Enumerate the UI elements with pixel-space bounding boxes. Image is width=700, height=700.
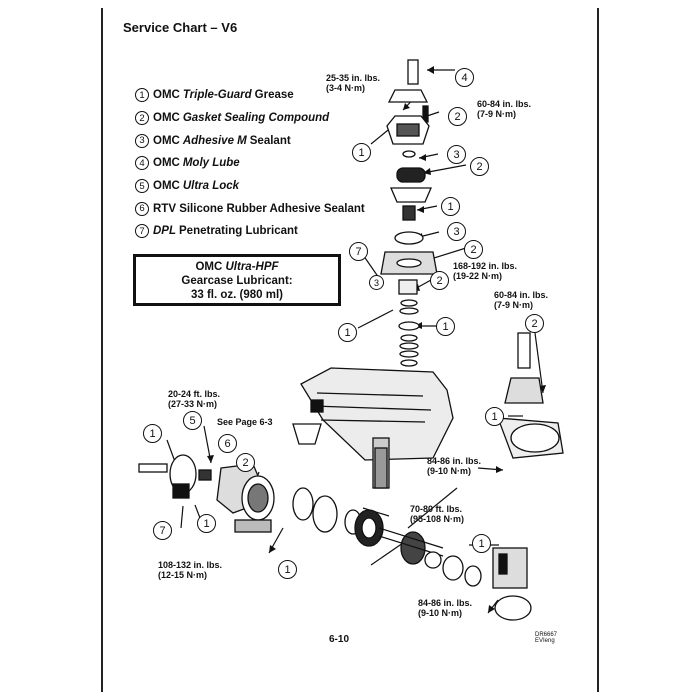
callout-lubricant: 2 (470, 157, 489, 176)
legend-product: Triple-Guard (182, 89, 252, 102)
reference-code: DR6667 EVIeng (535, 632, 557, 644)
callout-lubricant: 1 (485, 407, 504, 426)
legend-product: Ultra Lock (182, 180, 240, 193)
callout-lubricant: 4 (455, 68, 474, 87)
torque-label: 60-84 in. lbs. (7-9 N·m) (477, 99, 531, 119)
legend-product: Moly Lube (182, 157, 240, 170)
torque-metric: (3-4 N·m) (326, 83, 366, 93)
callout-lubricant: 3 (447, 145, 466, 164)
exploded-view-diagram (138, 59, 564, 621)
torque-label: 84-86 in. lbs. (9-10 N·m) (427, 456, 481, 476)
legend-product: Gasket Sealing Compound (182, 112, 330, 125)
torque-metric: (7-9 N·m) (494, 300, 534, 310)
callout-lubricant: 2 (525, 314, 544, 333)
legend-item: 6 RTV Silicone Rubber Adhesive Sealant (135, 197, 365, 220)
torque-value: 60-84 in. lbs. (494, 290, 549, 300)
manual-page: Service Chart – V6 1 OMC Triple-Guard Gr… (101, 8, 599, 692)
callout-lubricant: 1 (197, 514, 216, 533)
torque-metric: (7-9 N·m) (477, 109, 517, 119)
gearcase-product: Ultra-HPF (225, 261, 279, 273)
gearcase-lubricant-box: OMC Ultra-HPF Gearcase Lubricant: 33 fl.… (133, 254, 341, 306)
legend-suffix: Sealant (249, 134, 291, 147)
legend-item: 5 OMC Ultra Lock (135, 175, 365, 198)
legend-brand: OMC (153, 112, 180, 125)
torque-label: 108-132 in. lbs. (12-15 N·m) (158, 560, 222, 580)
callout-lubricant: 5 (183, 411, 202, 430)
legend-item: 3 OMC Adhesive M Sealant (135, 129, 365, 152)
callout-lubricant: 1 (472, 534, 491, 553)
callout-lubricant: 1 (436, 317, 455, 336)
callout-lubricant: 1 (441, 197, 460, 216)
torque-label: 60-84 in. lbs. (7-9 N·m) (494, 290, 548, 310)
torque-value: 70-80 ft. lbs. (410, 504, 463, 514)
torque-label: 25-35 in. lbs. (3-4 N·m) (326, 73, 380, 93)
callout-lubricant: 1 (352, 143, 371, 162)
torque-metric: (27-33 N·m) (168, 399, 218, 409)
legend-brand: OMC (153, 157, 180, 170)
page-number: 6-10 (329, 634, 350, 645)
torque-label: 84-86 in. lbs. (9-10 N·m) (418, 598, 472, 618)
legend-product: DPL (153, 225, 176, 238)
torque-metric: (9-10 N·m) (418, 608, 463, 618)
torque-metric: (9-10 N·m) (427, 466, 472, 476)
torque-label: 20-24 ft. lbs. (27-33 N·m) (168, 389, 220, 409)
gearcase-line1: OMC Ultra-HPF (136, 260, 338, 274)
callout-lubricant: 1 (143, 424, 162, 443)
torque-metric: (95-108 N·m) (410, 514, 465, 524)
callout-lubricant: 6 (218, 434, 237, 453)
legend-suffix: Penetrating Lubricant (179, 225, 298, 238)
gearcase-line3: 33 fl. oz. (980 ml) (190, 289, 284, 301)
legend-product: Adhesive M (182, 134, 247, 147)
see-page-reference: See Page 6-3 (217, 417, 273, 427)
legend-brand: OMC (153, 89, 180, 102)
callout-lubricant: 2 (430, 271, 449, 290)
torque-value: 84-86 in. lbs. (427, 456, 482, 466)
legend-item: 2 OMC Gasket Sealing Compound (135, 107, 365, 130)
legend-item: 7 DPL Penetrating Lubricant (135, 220, 365, 243)
callout-lubricant: 2 (464, 240, 483, 259)
legend-suffix: RTV Silicone Rubber Adhesive Sealant (153, 202, 365, 215)
callout-lubricant: 1 (338, 323, 357, 342)
callout-lubricant: 2 (448, 107, 467, 126)
reference-code-line: EVIeng (535, 638, 555, 644)
torque-metric: (19-22 N·m) (453, 271, 503, 281)
reference-code-line: DR6667 (535, 632, 558, 638)
legend-number: 5 (135, 179, 149, 194)
torque-value: 168-192 in. lbs. (453, 261, 518, 271)
torque-label: 70-80 ft. lbs. (95-108 N·m) (410, 504, 464, 524)
callout-lubricant: 1 (278, 560, 297, 579)
legend-brand: OMC (153, 134, 180, 147)
gearcase-brand: OMC (195, 261, 223, 273)
legend-suffix: Grease (254, 89, 294, 102)
callout-lubricant: 7 (349, 242, 368, 261)
callout-lubricant: 3 (369, 275, 384, 290)
legend-brand: OMC (153, 180, 180, 193)
legend-number: 1 (135, 88, 149, 103)
lubricant-legend: 1 OMC Triple-Guard Grease 2 OMC Gasket S… (135, 84, 365, 243)
legend-number: 3 (135, 133, 149, 148)
legend-item: 4 OMC Moly Lube (135, 152, 365, 175)
callout-lubricant: 7 (153, 521, 172, 540)
callout-lubricant: 3 (447, 222, 466, 241)
legend-number: 4 (135, 156, 149, 171)
torque-metric: (12-15 N·m) (158, 570, 208, 580)
legend-number: 7 (135, 224, 149, 239)
torque-label: 168-192 in. lbs. (19-22 N·m) (453, 261, 517, 281)
callout-lubricant: 2 (236, 453, 255, 472)
torque-value: 60-84 in. lbs. (477, 99, 532, 109)
torque-value: 25-35 in. lbs. (326, 73, 381, 83)
torque-value: 108-132 in. lbs. (158, 560, 223, 570)
legend-item: 1 OMC Triple-Guard Grease (135, 84, 365, 107)
legend-number: 6 (135, 201, 149, 216)
page-title: Service Chart – V6 (123, 20, 238, 35)
torque-value: 84-86 in. lbs. (418, 598, 473, 608)
gearcase-line2: Gearcase Lubricant: (181, 275, 293, 287)
torque-value: 20-24 ft. lbs. (168, 389, 221, 399)
legend-number: 2 (135, 111, 149, 126)
